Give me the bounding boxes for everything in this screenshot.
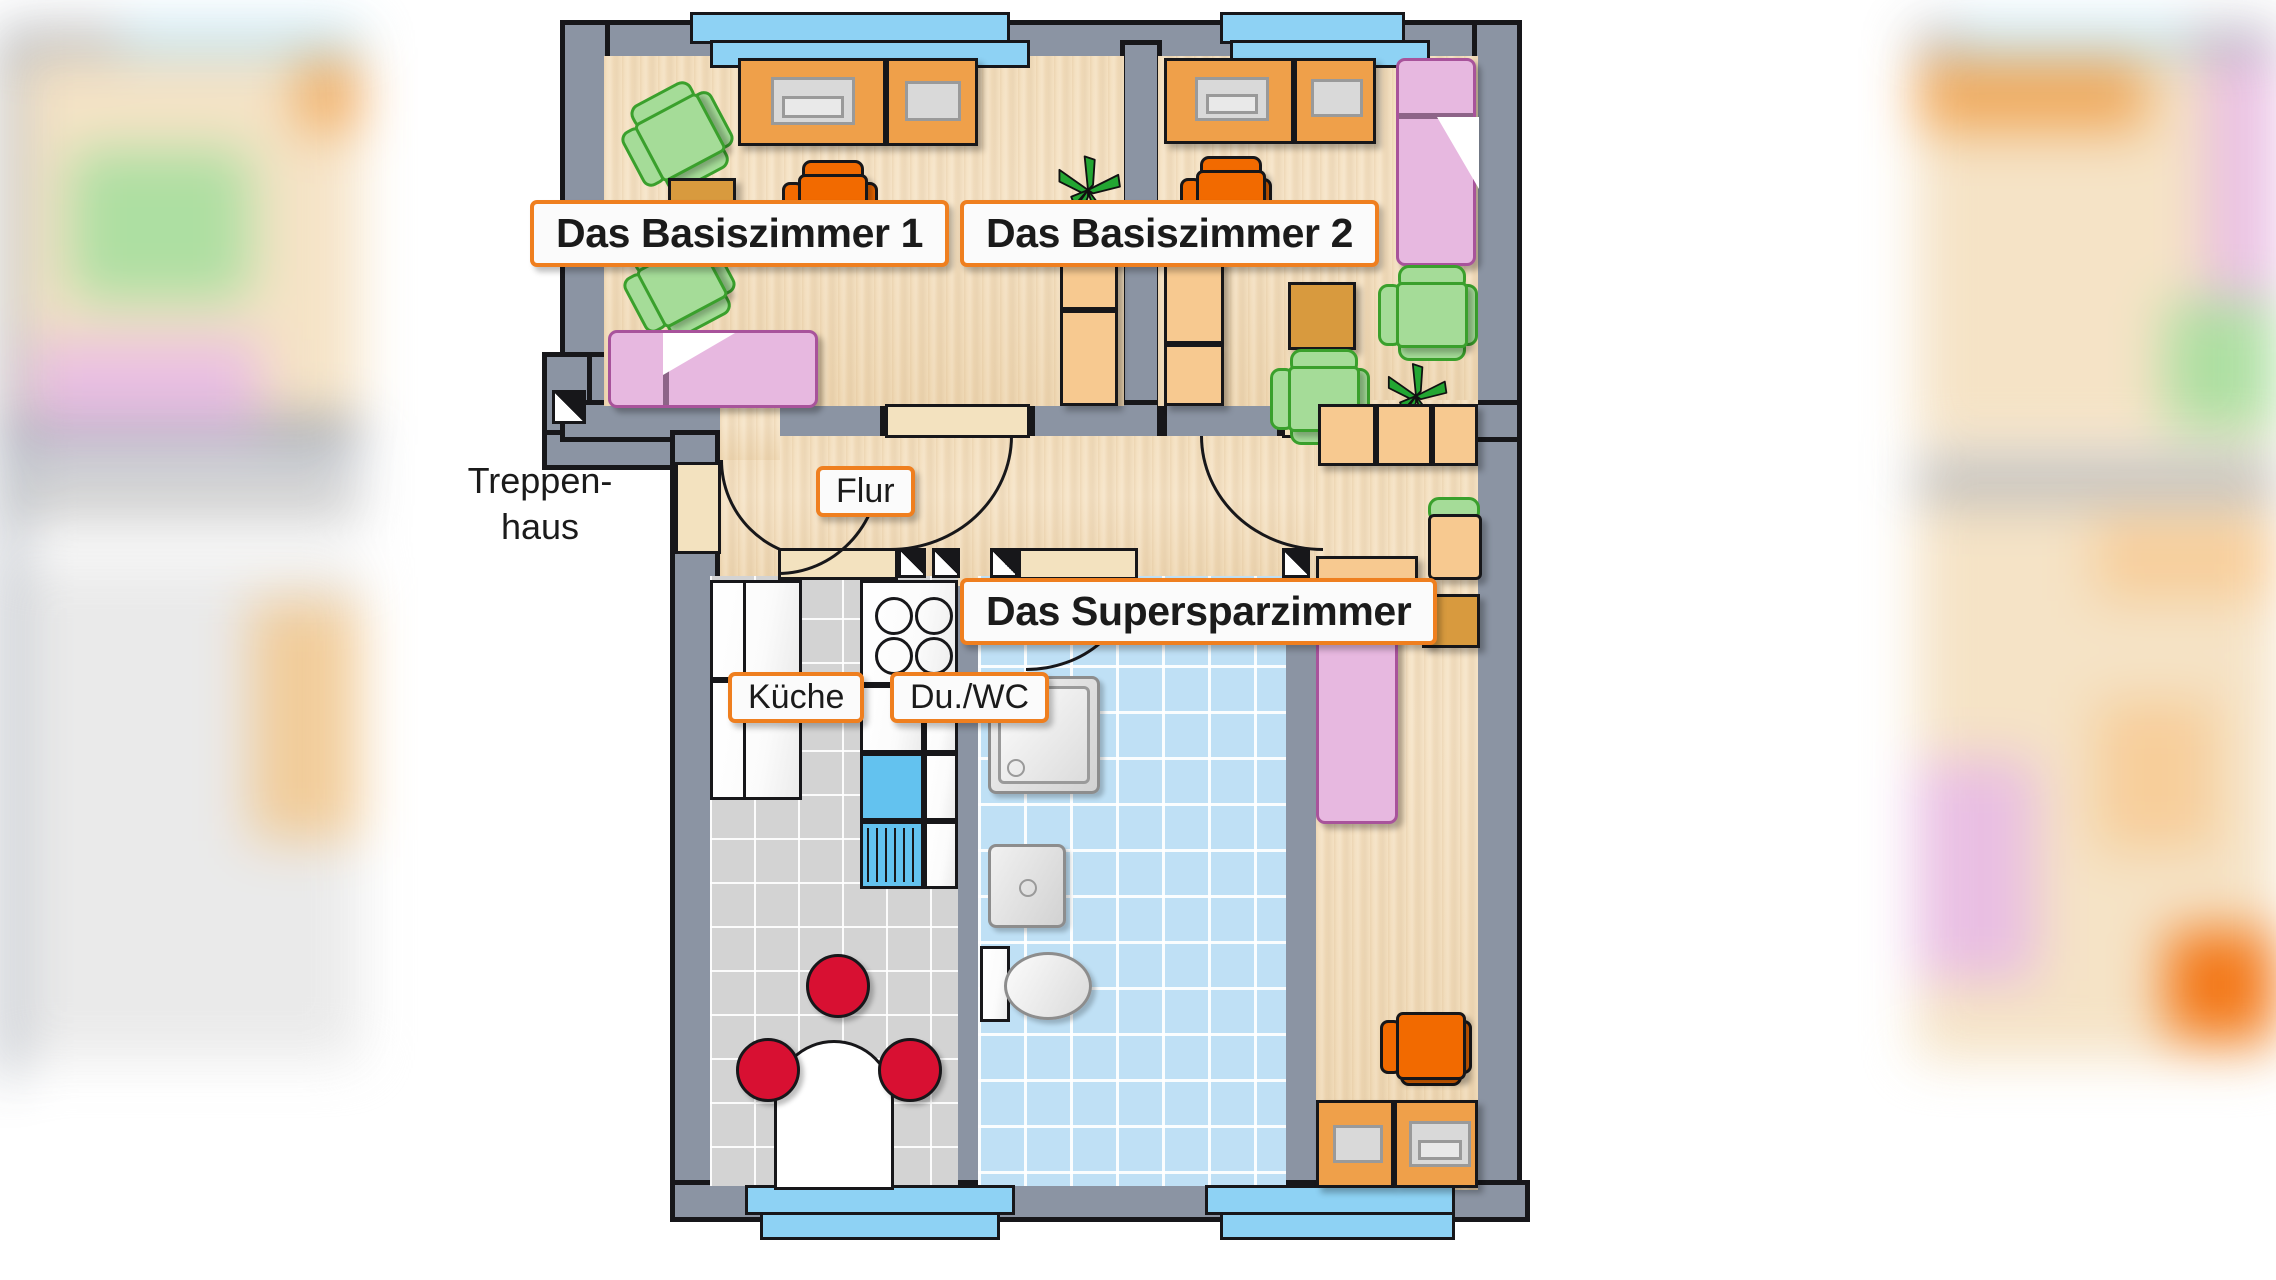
room3-wall-shelf-2 bbox=[1376, 404, 1432, 466]
room2-side-table bbox=[1288, 282, 1356, 350]
background-blur-right bbox=[1916, 0, 2276, 1280]
room3-desk-drawer-outer bbox=[1409, 1121, 1471, 1167]
label-stairs: Treppen- haus bbox=[430, 458, 650, 550]
background-blur-left bbox=[0, 0, 360, 1280]
floor-hall-upper-left bbox=[720, 400, 780, 460]
room3-desk-drawer-inner bbox=[1418, 1140, 1462, 1160]
room3-office-chair-seat bbox=[1396, 1012, 1466, 1080]
vent-shaft-bath bbox=[990, 548, 1018, 578]
room1-desk-drawer-outer bbox=[771, 77, 855, 125]
door-threshold-room1 bbox=[885, 404, 1030, 438]
kitchen-chair-top bbox=[806, 954, 870, 1018]
vent-shaft-kitchen-b bbox=[932, 548, 960, 578]
label-room1: Das Basiszimmer 1 bbox=[530, 200, 949, 267]
label-room3: Das Supersparzimmer bbox=[960, 578, 1438, 645]
bath-shower-drain bbox=[1007, 759, 1025, 777]
vent-shaft-left-wall bbox=[552, 390, 586, 424]
room2-desk-drawer-outer bbox=[1195, 77, 1269, 121]
window-bath-outer bbox=[1205, 1185, 1455, 1215]
kitchen-cooktop bbox=[860, 580, 958, 685]
kitchen-radiator-upper bbox=[860, 753, 924, 821]
burner-2 bbox=[915, 597, 953, 635]
room2-armchair-upper bbox=[1378, 265, 1478, 361]
room3-wall-shelf-3 bbox=[1432, 404, 1478, 466]
room3-bed bbox=[1316, 612, 1398, 824]
label-stairs-line1: Treppen- bbox=[467, 460, 613, 501]
room3-office-chair bbox=[1380, 1000, 1472, 1086]
label-room2: Das Basiszimmer 2 bbox=[960, 200, 1379, 267]
label-room2-text: Das Basiszimmer 2 bbox=[986, 210, 1353, 256]
kitchen-chair-right bbox=[878, 1038, 942, 1102]
label-hall-text: Flur bbox=[836, 472, 895, 510]
background-blur-left-inner bbox=[0, 0, 360, 1280]
room3-shelf-panel bbox=[1333, 1125, 1383, 1163]
room2-armchair-upper-seat bbox=[1396, 282, 1468, 348]
window-bath-inner bbox=[1220, 1212, 1455, 1240]
kitchen-cabinet-upper-left-split bbox=[743, 583, 746, 677]
kitchen-counter-d bbox=[924, 821, 958, 889]
room1-desk-drawer-inner bbox=[782, 96, 844, 118]
burner-1 bbox=[875, 597, 913, 635]
room2-bed-blanket bbox=[1437, 117, 1479, 189]
bath-washbasin bbox=[988, 844, 1066, 928]
kitchen-radiator-fins bbox=[867, 828, 917, 882]
room3-shelf bbox=[1316, 1100, 1394, 1188]
label-hall: Flur bbox=[816, 466, 915, 517]
kitchen-chair-left bbox=[736, 1038, 800, 1102]
door-threshold-stairs bbox=[675, 462, 721, 554]
room2-bed-divider bbox=[1399, 113, 1473, 119]
background-blur-right-inner bbox=[1916, 0, 2276, 1280]
burner-4 bbox=[915, 637, 953, 675]
bath-washbasin-drain bbox=[1019, 879, 1037, 897]
room2-shelf-panel bbox=[1311, 79, 1363, 117]
room3-armchair-seat bbox=[1428, 514, 1482, 580]
kitchen-cabinet-lower-left-split bbox=[743, 683, 746, 797]
room1-desk bbox=[738, 58, 886, 146]
kitchen-counter-c bbox=[924, 753, 958, 821]
vent-shaft-kitchen-a bbox=[898, 548, 926, 578]
label-stairs-line2: haus bbox=[500, 506, 580, 547]
room2-tall-shelf-lower bbox=[1164, 344, 1224, 406]
room2-desk bbox=[1164, 58, 1294, 144]
bath-toilet bbox=[1004, 952, 1092, 1020]
room2-shelf bbox=[1294, 58, 1376, 144]
room3-desk bbox=[1394, 1100, 1478, 1188]
burner-3 bbox=[875, 637, 913, 675]
wall-right bbox=[1472, 20, 1522, 440]
label-kitchen-text: Küche bbox=[748, 678, 845, 716]
door-threshold-bath bbox=[1018, 548, 1138, 580]
kitchen-cabinet-upper-left bbox=[710, 580, 802, 680]
room3-armchair bbox=[1422, 497, 1484, 588]
kitchen-radiator-lower bbox=[860, 821, 924, 889]
label-room1-text: Das Basiszimmer 1 bbox=[556, 210, 923, 256]
room1-bed bbox=[608, 330, 818, 408]
room2-bed bbox=[1396, 58, 1479, 266]
room3-wall-shelf-1 bbox=[1318, 404, 1376, 466]
room1-bed-blanket bbox=[663, 333, 735, 375]
vent-shaft-room3 bbox=[1282, 548, 1310, 578]
room2-desk-drawer-inner bbox=[1206, 94, 1258, 114]
floor-plan: Das Basiszimmer 1 Das Basiszimmer 2 Das … bbox=[468, 0, 1720, 1280]
label-room3-text: Das Supersparzimmer bbox=[986, 588, 1412, 634]
room1-tall-shelf-lower bbox=[1060, 310, 1118, 406]
room1-shelf-panel bbox=[905, 81, 961, 121]
window-kitchen-inner bbox=[760, 1212, 1000, 1240]
label-kitchen: Küche bbox=[728, 672, 865, 723]
label-bath-text: Du./WC bbox=[910, 678, 1029, 716]
label-bath: Du./WC bbox=[890, 672, 1049, 723]
room1-shelf bbox=[886, 58, 978, 146]
